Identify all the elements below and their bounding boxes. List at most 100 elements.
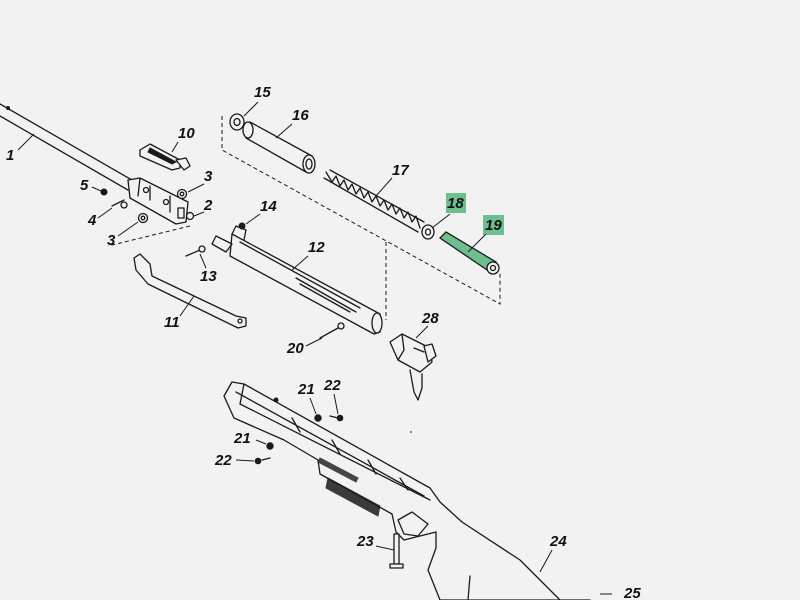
callout-leader-line bbox=[375, 177, 393, 197]
part-28-trigger-assembly[interactable] bbox=[389, 333, 437, 401]
callout-leader-line bbox=[415, 325, 429, 339]
callout-number: 21 bbox=[233, 430, 251, 447]
part-1-barrel[interactable] bbox=[0, 103, 133, 191]
callout-1: 1 bbox=[6, 133, 35, 164]
callout-leader-line bbox=[431, 213, 451, 229]
callout-number: 20 bbox=[286, 340, 304, 357]
part-21-nut-upper[interactable] bbox=[314, 414, 322, 422]
part-18-spring-washer[interactable] bbox=[421, 224, 435, 240]
part-5-screw[interactable] bbox=[100, 188, 108, 196]
part-10-rear-sight[interactable] bbox=[139, 143, 191, 171]
callout-leader-line bbox=[171, 141, 179, 153]
callout-leader-line bbox=[305, 337, 323, 347]
part-3-washer-upper[interactable] bbox=[176, 188, 188, 200]
callout-leader-line bbox=[333, 393, 339, 415]
part-16-piston[interactable] bbox=[242, 121, 316, 174]
callout-number: 28 bbox=[421, 310, 439, 327]
callout-leader-line bbox=[179, 295, 195, 317]
callout-number: 11 bbox=[164, 314, 180, 331]
callout-leader-line bbox=[235, 459, 255, 462]
callout-highlight-box bbox=[483, 215, 504, 235]
callout-leader-line bbox=[375, 545, 395, 551]
part-13-screw[interactable] bbox=[185, 245, 206, 257]
callout-number: 4 bbox=[87, 212, 97, 229]
callout-number: 15 bbox=[254, 84, 271, 101]
callout-15: 15 bbox=[243, 84, 271, 117]
part-4-pin[interactable] bbox=[111, 199, 128, 209]
callout-highlight-box bbox=[446, 193, 466, 213]
callout-number: 22 bbox=[214, 452, 232, 469]
part-23-bolt[interactable] bbox=[389, 533, 404, 569]
callout-leader-line bbox=[539, 549, 553, 573]
part-14-screw[interactable] bbox=[238, 222, 246, 230]
part-24-stock[interactable] bbox=[223, 381, 561, 600]
part-15-washer[interactable] bbox=[229, 113, 245, 131]
callout-22: 22 bbox=[214, 452, 255, 469]
callout-leader-line bbox=[187, 183, 205, 193]
callout-number: 1 bbox=[6, 147, 14, 164]
callout-leader-line bbox=[245, 213, 261, 225]
part-20-screw[interactable] bbox=[319, 322, 345, 339]
callout-leader-line bbox=[193, 211, 205, 217]
callout-leader-line bbox=[467, 233, 487, 253]
callout-16: 16 bbox=[275, 107, 309, 139]
callout-number: 13 bbox=[200, 268, 217, 285]
callout-number: 10 bbox=[178, 125, 195, 142]
callout-4: 4 bbox=[87, 207, 113, 229]
callout-19-highlighted: 19 bbox=[467, 215, 504, 253]
part-3-washer-lower[interactable] bbox=[137, 212, 149, 224]
callout-leader-line bbox=[117, 221, 139, 237]
callout-leader-line bbox=[243, 101, 259, 117]
callout-24: 24 bbox=[539, 533, 567, 573]
assembly-guide-lines bbox=[107, 116, 501, 433]
part-17-mainspring[interactable] bbox=[323, 169, 425, 233]
part-19-spring-guide[interactable] bbox=[438, 231, 500, 275]
callout-3: 3 bbox=[187, 168, 213, 193]
part-breech-block[interactable] bbox=[127, 177, 189, 225]
callout-number: 2 bbox=[203, 197, 213, 214]
callout-5: 5 bbox=[80, 177, 102, 194]
callout-number: 12 bbox=[308, 239, 325, 256]
callout-number: 3 bbox=[204, 168, 213, 185]
callout-number: 16 bbox=[292, 107, 309, 124]
callout-number: 25 bbox=[623, 585, 641, 600]
callout-number: 19 bbox=[485, 217, 502, 234]
part-21-nut-lower[interactable] bbox=[266, 442, 274, 450]
callout-13: 13 bbox=[199, 253, 217, 285]
callout-number: 18 bbox=[447, 195, 464, 212]
part-22-screw-lower[interactable] bbox=[254, 457, 271, 465]
callout-10: 10 bbox=[171, 125, 195, 153]
callout-20: 20 bbox=[286, 337, 323, 357]
part-11-cocking-lever[interactable] bbox=[133, 253, 247, 329]
part-22-screw-upper[interactable] bbox=[329, 414, 344, 422]
callout-2: 2 bbox=[193, 197, 213, 217]
callout-12: 12 bbox=[291, 239, 325, 271]
callout-leader-line bbox=[17, 133, 35, 151]
callout-number: 24 bbox=[549, 533, 567, 550]
callout-25: 25 bbox=[600, 585, 641, 600]
callout-23: 23 bbox=[356, 533, 395, 551]
part-2-detent[interactable] bbox=[185, 211, 195, 221]
callout-number: 21 bbox=[297, 381, 315, 398]
callout-22: 22 bbox=[323, 377, 341, 415]
callout-leader-line bbox=[255, 439, 267, 445]
callout-number: 3 bbox=[107, 232, 116, 249]
callout-21: 21 bbox=[297, 381, 317, 415]
callout-leader-line bbox=[97, 207, 113, 219]
callout-leader-line bbox=[91, 186, 102, 192]
callout-3: 3 bbox=[107, 221, 139, 249]
callout-number: 5 bbox=[80, 177, 89, 194]
part-12-compression-tube[interactable] bbox=[211, 225, 383, 335]
callout-21: 21 bbox=[233, 430, 267, 447]
callout-leader-line bbox=[309, 397, 317, 415]
callout-18-highlighted: 18 bbox=[431, 193, 466, 229]
callout-leader-line bbox=[199, 253, 207, 269]
callout-leader-line bbox=[291, 255, 309, 271]
callout-number: 22 bbox=[323, 377, 341, 394]
callout-17: 17 bbox=[375, 162, 409, 197]
callout-number: 17 bbox=[392, 162, 409, 179]
callout-28: 28 bbox=[415, 310, 439, 339]
callout-number: 23 bbox=[356, 533, 374, 550]
